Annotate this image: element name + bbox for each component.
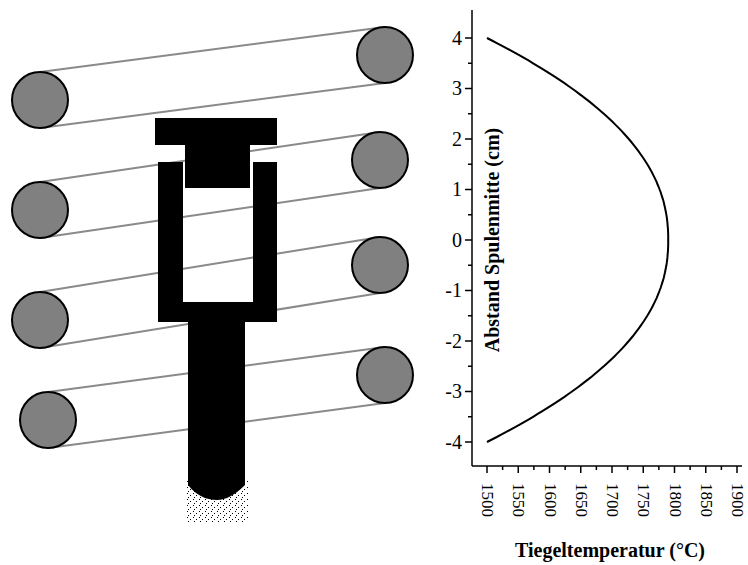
tick-label: -2 <box>445 330 462 353</box>
axis-tick <box>705 466 707 473</box>
axis-tick <box>468 366 472 368</box>
axis-tick <box>736 466 738 473</box>
tick-label: 1800 <box>665 483 685 517</box>
axis-tick <box>502 466 504 470</box>
axis-tick <box>468 113 472 115</box>
axis-tick <box>465 391 472 393</box>
axis-tick <box>465 340 472 342</box>
axis-tick <box>468 265 472 267</box>
tick-label: 1900 <box>727 483 747 517</box>
tick-label: -4 <box>445 431 462 454</box>
axis-tick <box>468 214 472 216</box>
axis-tick <box>643 466 645 473</box>
axis-tick <box>465 441 472 443</box>
axis-tick <box>611 466 613 473</box>
axis-tick <box>689 466 691 470</box>
axis-tick <box>465 189 472 191</box>
axis-tick <box>721 466 723 470</box>
axis-tick <box>627 466 629 470</box>
tick-label: -3 <box>445 380 462 403</box>
tick-label: 3 <box>452 77 462 100</box>
tick-label: -1 <box>445 279 462 302</box>
tick-label: 1650 <box>571 483 591 517</box>
crucible <box>155 118 277 500</box>
chart-axes <box>465 10 742 473</box>
tick-label: 1500 <box>477 483 497 517</box>
coil-circles <box>12 27 413 448</box>
axis-tick <box>674 466 676 473</box>
tick-label: 0 <box>452 229 462 252</box>
tick-label: 1 <box>452 178 462 201</box>
tick-label: 4 <box>452 27 462 50</box>
axis-tick <box>580 466 582 473</box>
axis-tick <box>465 239 472 241</box>
axis-tick <box>549 466 551 473</box>
axis-tick <box>468 164 472 166</box>
axis-title: Tiegeltemperatur (°C) <box>515 539 705 562</box>
tick-label: 1600 <box>540 483 560 517</box>
tick-label: 1700 <box>602 483 622 517</box>
crucible-tip <box>186 480 248 522</box>
axis-tick <box>486 466 488 473</box>
axis-tick <box>465 88 472 90</box>
tick-label: 1850 <box>696 483 716 517</box>
tick-label: 1750 <box>633 483 653 517</box>
tick-label: 2 <box>452 128 462 151</box>
axis-title: Abstand Spulenmitte (cm) <box>481 128 504 352</box>
axis-tick <box>596 466 598 470</box>
axis-tick <box>468 315 472 317</box>
axis-tick <box>518 466 520 473</box>
axis-tick <box>658 466 660 470</box>
axis-tick <box>465 37 472 39</box>
axis-tick <box>564 466 566 470</box>
axis-tick <box>468 63 472 65</box>
axis-tick <box>533 466 535 470</box>
temperature-curve <box>487 38 668 442</box>
tick-label: 1550 <box>508 483 528 517</box>
axis-tick <box>465 290 472 292</box>
axis-tick <box>465 138 472 140</box>
axis-tick <box>468 416 472 418</box>
